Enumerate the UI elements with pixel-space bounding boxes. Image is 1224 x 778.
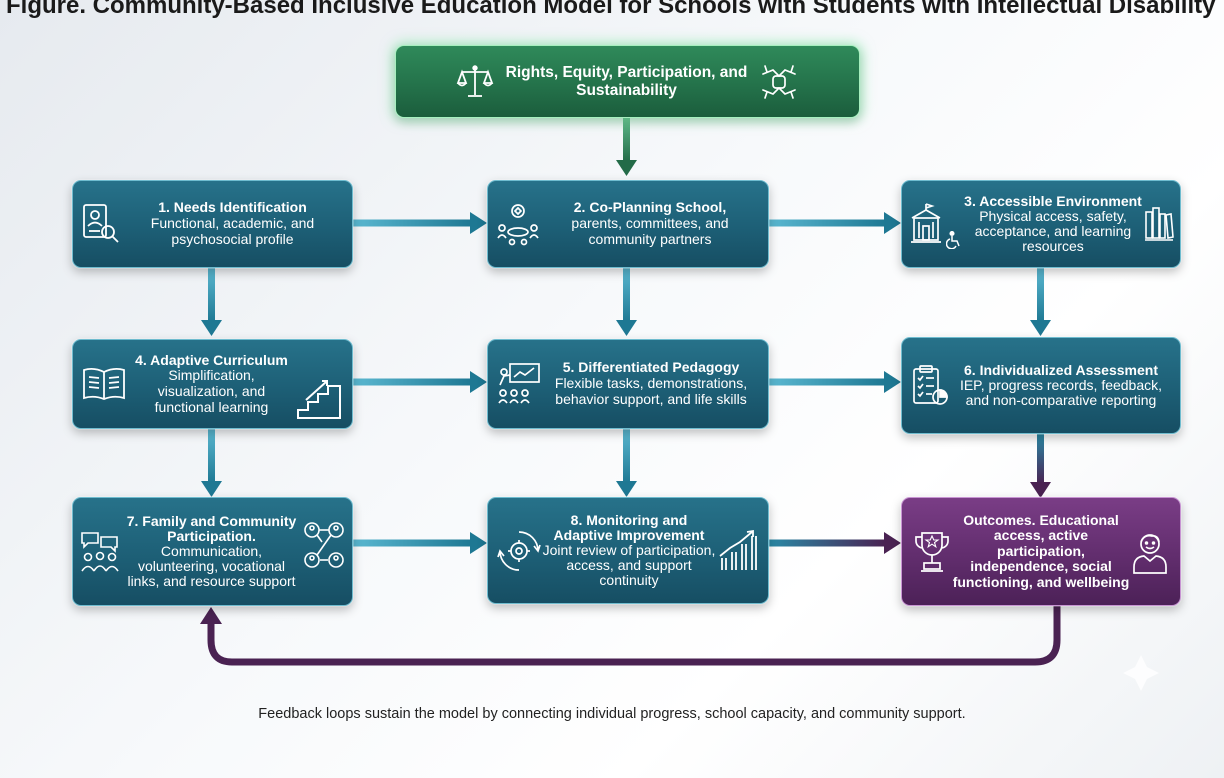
arrow-3-to-6 [1030,268,1051,336]
node-7-title: 7. Family and Community Participation. [126,512,297,544]
presentation-icon [496,361,542,407]
arrow-7-to-8 [353,532,487,554]
node-needs-identification: 1. Needs Identification Functional, acad… [72,180,353,268]
node-6-title: 6. Individualized Assessment [964,361,1158,378]
trophy-icon [912,529,952,575]
joined-hands-icon [759,62,799,102]
node-2-title: 2. Co-Planning School, [573,199,727,216]
node-5-desc: Flexible tasks, demonstrations, behavior… [554,375,748,407]
arrow-4-to-7 [201,429,222,497]
top-principle-label: Rights, Equity, Participation, and Susta… [505,64,748,99]
checklist-icon [910,363,950,409]
node-family-community-participation: 7. Family and Community Participation. C… [72,497,353,606]
node-monitoring-improvement: 8. Monitoring and Adaptive Improvement J… [487,497,769,604]
books-icon [1144,204,1174,244]
meeting-icon [496,202,540,246]
node-3-title: 3. Accessible Environment [964,192,1142,209]
scales-icon [456,63,494,101]
chat-people-icon [79,529,121,575]
accessibility-icon [946,231,962,249]
node-6-desc: IEP, progress records, feedback, and non… [959,376,1163,409]
arrow-8-to-outcome [769,532,901,554]
feedback-loop-arrow [200,606,1061,666]
growth-chart-icon [716,528,760,574]
node-differentiated-pedagogy: 5. Differentiated Pedagogy Flexible task… [487,339,769,429]
arrow-top-to-2 [616,118,637,176]
arrow-5-to-8 [616,429,637,497]
node-4-title: 4. Adaptive Curriculum [135,351,288,368]
node-7-desc: Communication, volunteering, vocational … [127,542,296,590]
arrow-1-to-4 [201,268,222,336]
sparkle-decoration [1123,655,1159,691]
node-3-desc: Physical access, safety, acceptance, and… [974,207,1132,255]
node-1-title: 1. Needs Identification [158,199,307,216]
school-building-icon [908,202,944,246]
node-accessible-environment: 3. Accessible Environment Physical acces… [901,180,1181,268]
top-principle-node: Rights, Equity, Participation, and Susta… [395,45,860,118]
arrow-6-to-outcome [1030,434,1051,498]
footer-note: Feedback loops sustain the model by conn… [258,706,966,722]
arrow-2-to-3 [769,212,901,234]
cycle-gear-icon [496,528,542,574]
node-8-desc: Joint review of participation, access, a… [542,541,716,589]
arrow-1-to-2 [353,212,487,234]
node-co-planning: 2. Co-Planning School, parents, committe… [487,180,769,268]
arrow-2-to-5 [616,268,637,336]
node-2-desc: parents, committees, and community partn… [571,215,729,247]
open-book-icon [81,366,127,402]
node-5-title: 5. Differentiated Pedagogy [562,359,740,376]
profile-search-icon [81,202,121,246]
page-title: Figure. Community-Based Inclusive Educat… [6,0,1216,19]
outcome-label: Outcomes. Educational access, active par… [952,512,1130,590]
network-icon [302,520,346,570]
node-8-title: 8. Monitoring and Adaptive Improvement [553,511,705,543]
arrow-4-to-5 [353,371,487,393]
node-4-desc: Simplification, visualization, and funct… [154,367,269,415]
node-adaptive-curriculum: 4. Adaptive Curriculum Simplification, v… [72,339,353,429]
stairs-icon [296,376,344,420]
node-1-desc: Functional, academic, and psychosocial p… [150,215,315,247]
person-icon [1130,529,1170,575]
node-outcomes: Outcomes. Educational access, active par… [901,497,1181,606]
node-individualized-assessment: 6. Individualized Assessment IEP, progre… [901,337,1181,434]
arrow-5-to-6 [769,371,901,393]
